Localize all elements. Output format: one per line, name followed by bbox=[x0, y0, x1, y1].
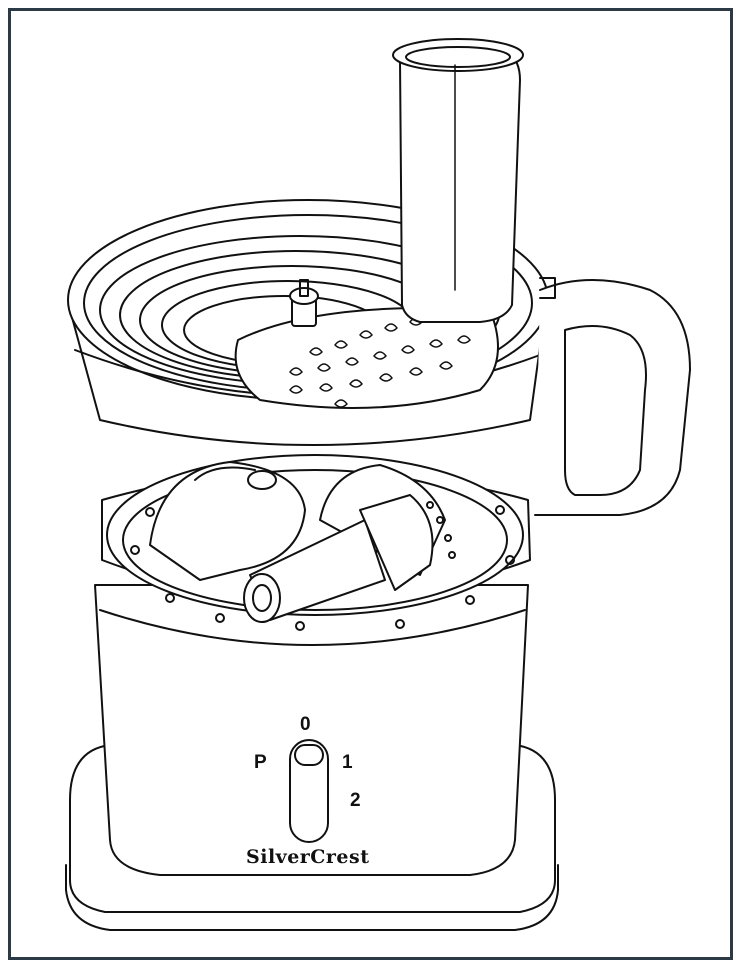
switch-label-p: P bbox=[254, 752, 267, 773]
switch-label-2: 2 bbox=[350, 790, 361, 811]
grating-insert bbox=[234, 279, 499, 409]
brand-logo: SilverCrest bbox=[246, 846, 370, 868]
drive-shaft bbox=[243, 494, 456, 623]
switch-label-1: 1 bbox=[342, 752, 353, 773]
motor-body bbox=[94, 584, 529, 876]
switch-label-0: 0 bbox=[300, 714, 311, 735]
feed-tube bbox=[392, 38, 524, 323]
handle bbox=[534, 277, 691, 516]
speed-switch[interactable] bbox=[289, 739, 329, 843]
